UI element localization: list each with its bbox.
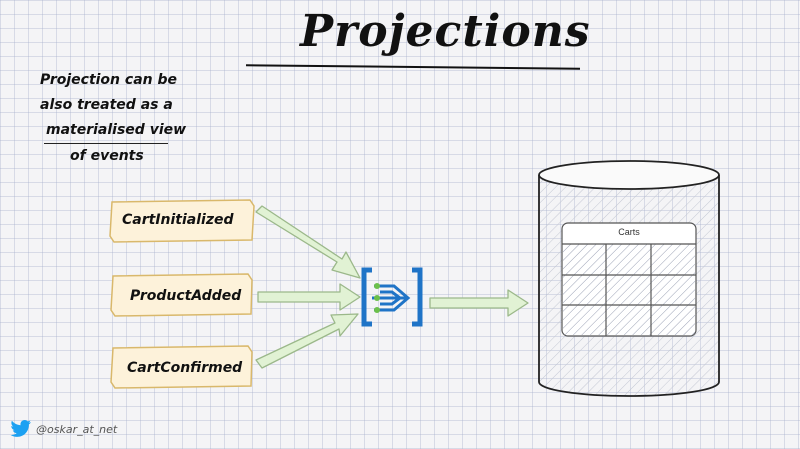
event-label-cart-initialized: CartInitialized: [122, 212, 234, 228]
page-title: Projections: [300, 6, 591, 57]
note-line-2: also treated as a: [40, 97, 173, 113]
event-box-cart-initialized: [109, 199, 255, 243]
footer: @oskar_at_net: [10, 420, 117, 438]
twitter-icon: [10, 420, 31, 437]
table-header-carts: Carts: [618, 227, 640, 237]
event-label-product-added: ProductAdded: [130, 288, 242, 304]
note-underline: [44, 143, 168, 144]
arrow-cart-initialized: [255, 205, 361, 279]
note-line-1: Projection can be: [40, 72, 177, 88]
event-label-cart-confirmed: CartConfirmed: [127, 360, 243, 376]
carts-table: [561, 222, 697, 337]
event-box-cart-confirmed: [110, 345, 253, 389]
arrow-product-added: [257, 283, 361, 311]
arrow-cart-confirmed: [255, 313, 359, 369]
event-box-product-added: [110, 273, 253, 317]
note-line-3: materialised view: [46, 122, 187, 138]
event-processor-icon: [361, 267, 423, 327]
note-line-4: of events: [70, 148, 144, 164]
twitter-handle: @oskar_at_net: [36, 422, 118, 436]
arrow-to-database: [429, 289, 529, 317]
